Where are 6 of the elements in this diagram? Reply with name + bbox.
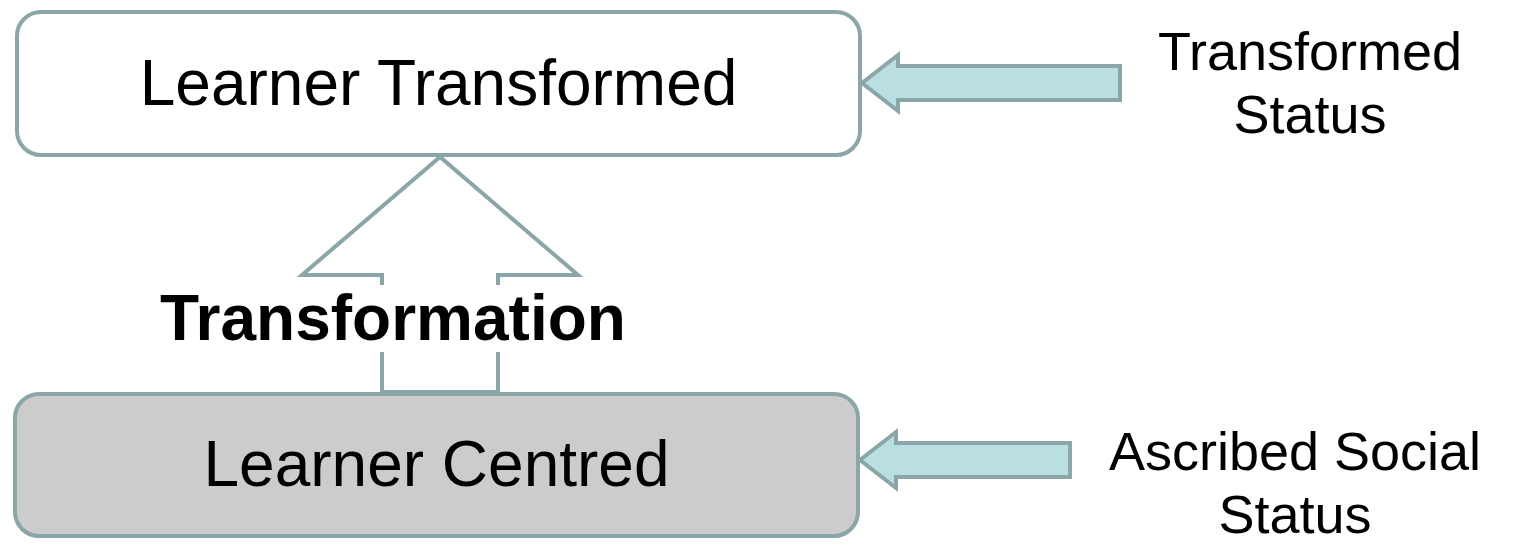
process-box [13,392,860,538]
status-text: Transformed Status [1156,20,1464,145]
box-label: Learner Transformed [139,46,738,121]
box-label: Learner Centred [203,428,670,502]
process-box [15,10,862,157]
status-text: Ascribed Social Status [1107,420,1483,545]
